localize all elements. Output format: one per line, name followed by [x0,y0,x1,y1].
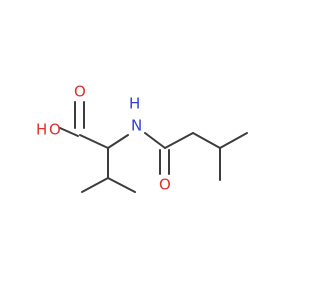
structure-svg: O O H H N O [36,83,248,194]
bond-ch-me3 [219,132,248,149]
bond-ch-me2 [107,177,136,193]
atom-n-amide: N [131,117,142,135]
bond-c2-n [107,134,129,149]
bond-n-c3 [144,132,166,149]
bond-c3-ch2 [164,132,194,149]
atom-o-hydroxyl: O [49,121,61,139]
bond-c1-oh [59,127,79,137]
atom-h-amide: H [129,95,140,113]
atom-o-carbonyl-amide: O [159,176,171,194]
atom-o-carbonyl-acid: O [74,83,86,101]
atom-h-hydroxyl: H [36,121,47,139]
bond-c1-c2 [79,134,109,149]
molecule-diagram: O O H H N O [36,83,248,194]
bond-ch-me1 [81,177,109,193]
bond-ch2-ch [192,132,221,149]
